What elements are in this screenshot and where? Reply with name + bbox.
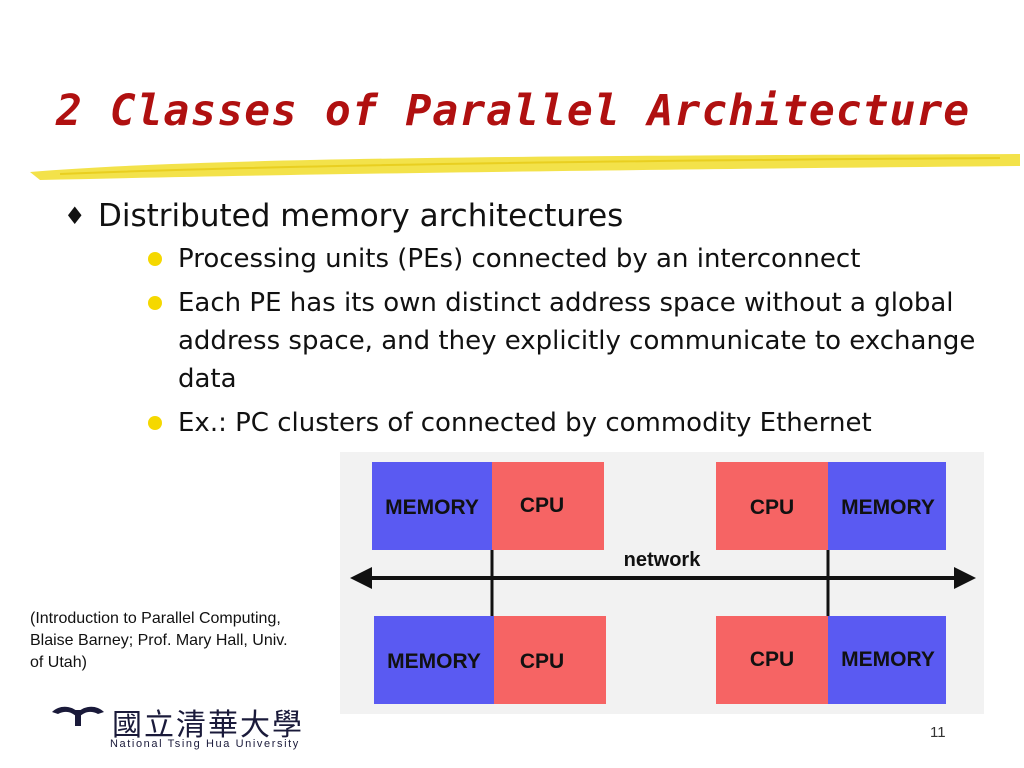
bullet-list: ♦ Distributed memory architectures Proce… — [62, 196, 975, 442]
network-label: network — [624, 549, 702, 571]
cpu-block — [492, 462, 604, 550]
memory-label: MEMORY — [841, 496, 935, 519]
cpu-block — [716, 616, 828, 704]
memory-label: MEMORY — [387, 650, 481, 673]
cpu-label: CPU — [750, 648, 794, 671]
network-bus — [350, 567, 976, 589]
bullet-level1-text: Distributed memory architectures — [98, 198, 624, 234]
citation-line: Blaise Barney; Prof. Mary Hall, Univ. — [30, 632, 288, 649]
bullet-level1: ♦ Distributed memory architectures — [62, 196, 962, 236]
cpu-label: CPU — [520, 494, 564, 517]
cpu-block — [494, 616, 606, 704]
distributed-memory-diagram: MEMORY CPU CPU MEMORY MEMORY CPU CPU MEM… — [340, 452, 984, 714]
bullet-level2: Each PE has its own distinct address spa… — [146, 284, 978, 398]
cpu-block — [716, 462, 828, 550]
cpu-label: CPU — [520, 650, 564, 673]
memory-block — [828, 616, 946, 704]
cpu-label: CPU — [750, 496, 794, 519]
bullet-level2: Processing units (PEs) connected by an i… — [146, 240, 978, 278]
node-top-left: MEMORY CPU — [372, 462, 604, 550]
bullet-level2: Ex.: PC clusters of connected by commodi… — [146, 404, 978, 442]
node-top-right: CPU MEMORY — [716, 462, 946, 550]
arrow-right-icon — [954, 567, 976, 589]
citation-line: (Introduction to Parallel Computing, — [30, 610, 281, 627]
diamond-bullet-icon: ♦ — [64, 202, 86, 230]
bullet-level2-text: Ex.: PC clusters of connected by commodi… — [178, 408, 872, 438]
memory-block — [828, 462, 946, 550]
yellow-dot-bullet-icon — [148, 252, 162, 266]
memory-block — [374, 616, 494, 704]
yellow-dot-bullet-icon — [148, 416, 162, 430]
arrow-left-icon — [350, 567, 372, 589]
node-bottom-right: CPU MEMORY — [716, 616, 946, 704]
yellow-dot-bullet-icon — [148, 296, 162, 310]
university-seal-icon — [52, 706, 104, 726]
network-label-backdrop — [612, 546, 712, 572]
bullet-level2-text: Each PE has its own distinct address spa… — [178, 288, 976, 394]
slide-title: 2 Classes of Parallel Architecture — [56, 86, 971, 136]
citation-line: of Utah) — [30, 654, 87, 671]
memory-label: MEMORY — [385, 496, 479, 519]
logo-english-text: National Tsing Hua University — [110, 738, 300, 750]
title-underline-stroke — [30, 154, 1020, 180]
citation: (Introduction to Parallel Computing, Bla… — [30, 608, 360, 674]
memory-label: MEMORY — [841, 648, 935, 671]
network-connectors — [490, 550, 830, 616]
logo-chinese-text: 國立清華大學 — [112, 708, 304, 743]
bullet-level2-text: Processing units (PEs) connected by an i… — [178, 244, 861, 274]
page-number: 11 — [930, 724, 946, 741]
node-bottom-left: MEMORY CPU — [374, 616, 606, 704]
memory-block — [372, 462, 492, 550]
